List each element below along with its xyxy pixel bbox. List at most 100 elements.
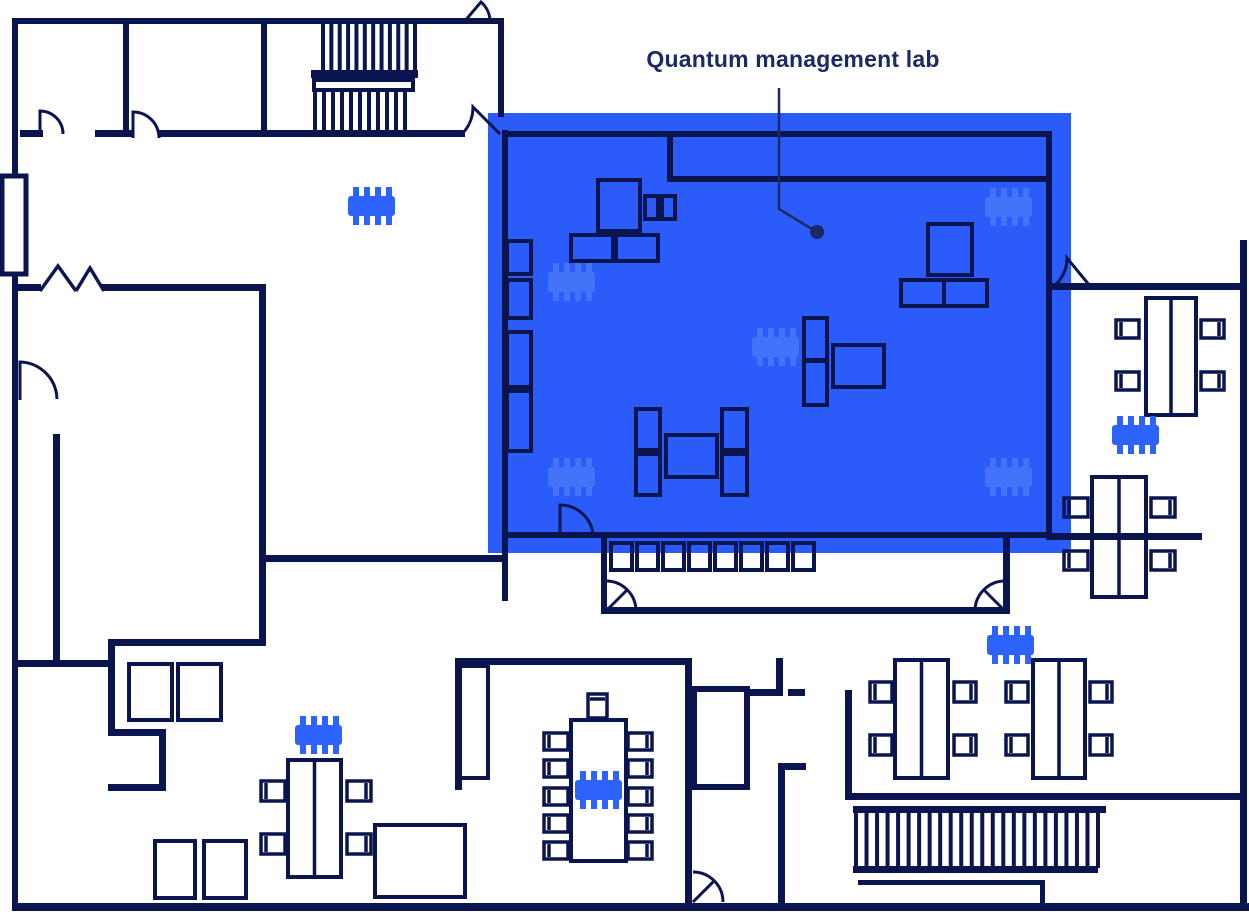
radiator-ghost-icon-fin bbox=[575, 263, 581, 273]
radiator-ghost-icon-fin bbox=[575, 486, 581, 496]
radiator-ghost-icon-fin bbox=[564, 291, 570, 301]
chair bbox=[542, 786, 570, 807]
corridor-seat bbox=[661, 541, 686, 572]
wall bbox=[667, 137, 673, 182]
radiator-icon-fin bbox=[322, 716, 328, 726]
radiator-icon-fin bbox=[364, 187, 370, 197]
wall bbox=[12, 18, 504, 24]
radiator-icon-fin bbox=[311, 716, 317, 726]
chair bbox=[542, 813, 570, 834]
chair bbox=[1004, 680, 1030, 704]
door-arc bbox=[38, 109, 65, 135]
closet bbox=[691, 686, 750, 790]
radiator-ghost-icon-fin bbox=[757, 356, 763, 366]
wall bbox=[53, 434, 60, 663]
radiator-icon bbox=[575, 780, 622, 800]
radiator-icon bbox=[1112, 425, 1159, 445]
radiator-ghost-icon-fin bbox=[1001, 216, 1007, 226]
wall bbox=[311, 70, 418, 78]
radiator-icon-fin bbox=[1139, 416, 1145, 426]
radiator-icon-fin bbox=[311, 744, 317, 754]
radiator-ghost-icon-fin bbox=[553, 458, 559, 468]
door-arc bbox=[1052, 253, 1092, 288]
wall bbox=[502, 532, 1052, 538]
radiator-icon-fin bbox=[1117, 444, 1123, 454]
radiator-ghost-icon-fin bbox=[553, 263, 559, 273]
radiator-ghost-icon-fin bbox=[990, 216, 996, 226]
chair bbox=[1199, 318, 1226, 340]
radiator-ghost-icon-fin bbox=[553, 486, 559, 496]
furniture bbox=[505, 330, 533, 389]
furniture bbox=[634, 452, 662, 497]
room-label: Quantum management lab bbox=[646, 46, 940, 72]
wall bbox=[685, 658, 692, 905]
radiator-ghost-icon-fin bbox=[1023, 216, 1029, 226]
wall bbox=[845, 690, 852, 800]
radiator-icon-fin bbox=[375, 187, 381, 197]
radiator-ghost-icon-fin bbox=[990, 188, 996, 198]
chair bbox=[1149, 496, 1177, 519]
door-arc bbox=[131, 110, 161, 139]
radiator-ghost-icon-fin bbox=[1012, 188, 1018, 198]
wall bbox=[263, 555, 505, 562]
chair bbox=[542, 840, 570, 861]
furniture bbox=[802, 359, 829, 407]
radiator-icon-fin bbox=[1014, 654, 1020, 664]
wall bbox=[108, 784, 166, 791]
chair bbox=[868, 733, 894, 757]
wall bbox=[95, 130, 132, 137]
radiator-ghost-icon-fin bbox=[586, 291, 592, 301]
wall bbox=[1040, 880, 1045, 905]
wall bbox=[853, 806, 1106, 813]
label-marker-dot[interactable] bbox=[810, 225, 824, 239]
radiator-icon-fin bbox=[602, 771, 608, 781]
radiator-ghost-icon-fin bbox=[1001, 486, 1007, 496]
furniture bbox=[614, 233, 660, 263]
wall bbox=[747, 689, 783, 696]
double-door-leaf bbox=[38, 263, 78, 293]
radiator-ghost-icon-fin bbox=[1012, 458, 1018, 468]
radiator-ghost-icon-fin bbox=[1023, 458, 1029, 468]
chair bbox=[259, 832, 287, 856]
radiator-ghost-icon-fin bbox=[586, 263, 592, 273]
door-arc bbox=[604, 579, 638, 613]
radiator-icon-fin bbox=[300, 716, 306, 726]
radiator-ghost-icon-fin bbox=[553, 291, 559, 301]
radiator-icon-fin bbox=[580, 799, 586, 809]
radiator-ghost-icon-fin bbox=[1012, 486, 1018, 496]
radiator-ghost-icon-fin bbox=[990, 486, 996, 496]
radiator-icon-fin bbox=[333, 716, 339, 726]
wall bbox=[12, 903, 1249, 911]
furniture bbox=[373, 823, 467, 899]
radiator-ghost-icon-fin bbox=[564, 263, 570, 273]
wall bbox=[12, 272, 18, 909]
furniture bbox=[202, 839, 248, 900]
wall bbox=[17, 660, 109, 667]
wall bbox=[601, 538, 607, 613]
chair bbox=[1199, 370, 1226, 392]
radiator-icon-fin bbox=[353, 215, 359, 225]
chair bbox=[626, 786, 654, 807]
corridor-seat bbox=[713, 541, 738, 572]
radiator-icon-fin bbox=[602, 799, 608, 809]
furniture bbox=[153, 839, 197, 900]
wall bbox=[1046, 131, 1052, 538]
radiator-icon-fin bbox=[1150, 444, 1156, 454]
wall bbox=[259, 284, 266, 646]
radiator-icon-fin bbox=[580, 771, 586, 781]
furniture bbox=[457, 664, 490, 780]
wall bbox=[776, 658, 783, 696]
radiator-icon-fin bbox=[353, 187, 359, 197]
radiator-icon-fin bbox=[1025, 626, 1031, 636]
wall bbox=[1240, 240, 1247, 911]
radiator-ghost-icon bbox=[985, 197, 1032, 217]
meeting-table bbox=[569, 718, 628, 863]
radiator-icon-fin bbox=[1139, 444, 1145, 454]
window bbox=[0, 173, 29, 277]
furniture bbox=[505, 278, 533, 320]
wall bbox=[12, 18, 18, 178]
radiator-ghost-icon-fin bbox=[575, 458, 581, 468]
radiator-ghost-icon-fin bbox=[1023, 188, 1029, 198]
radiator-icon-fin bbox=[591, 771, 597, 781]
radiator-icon-fin bbox=[1003, 626, 1009, 636]
